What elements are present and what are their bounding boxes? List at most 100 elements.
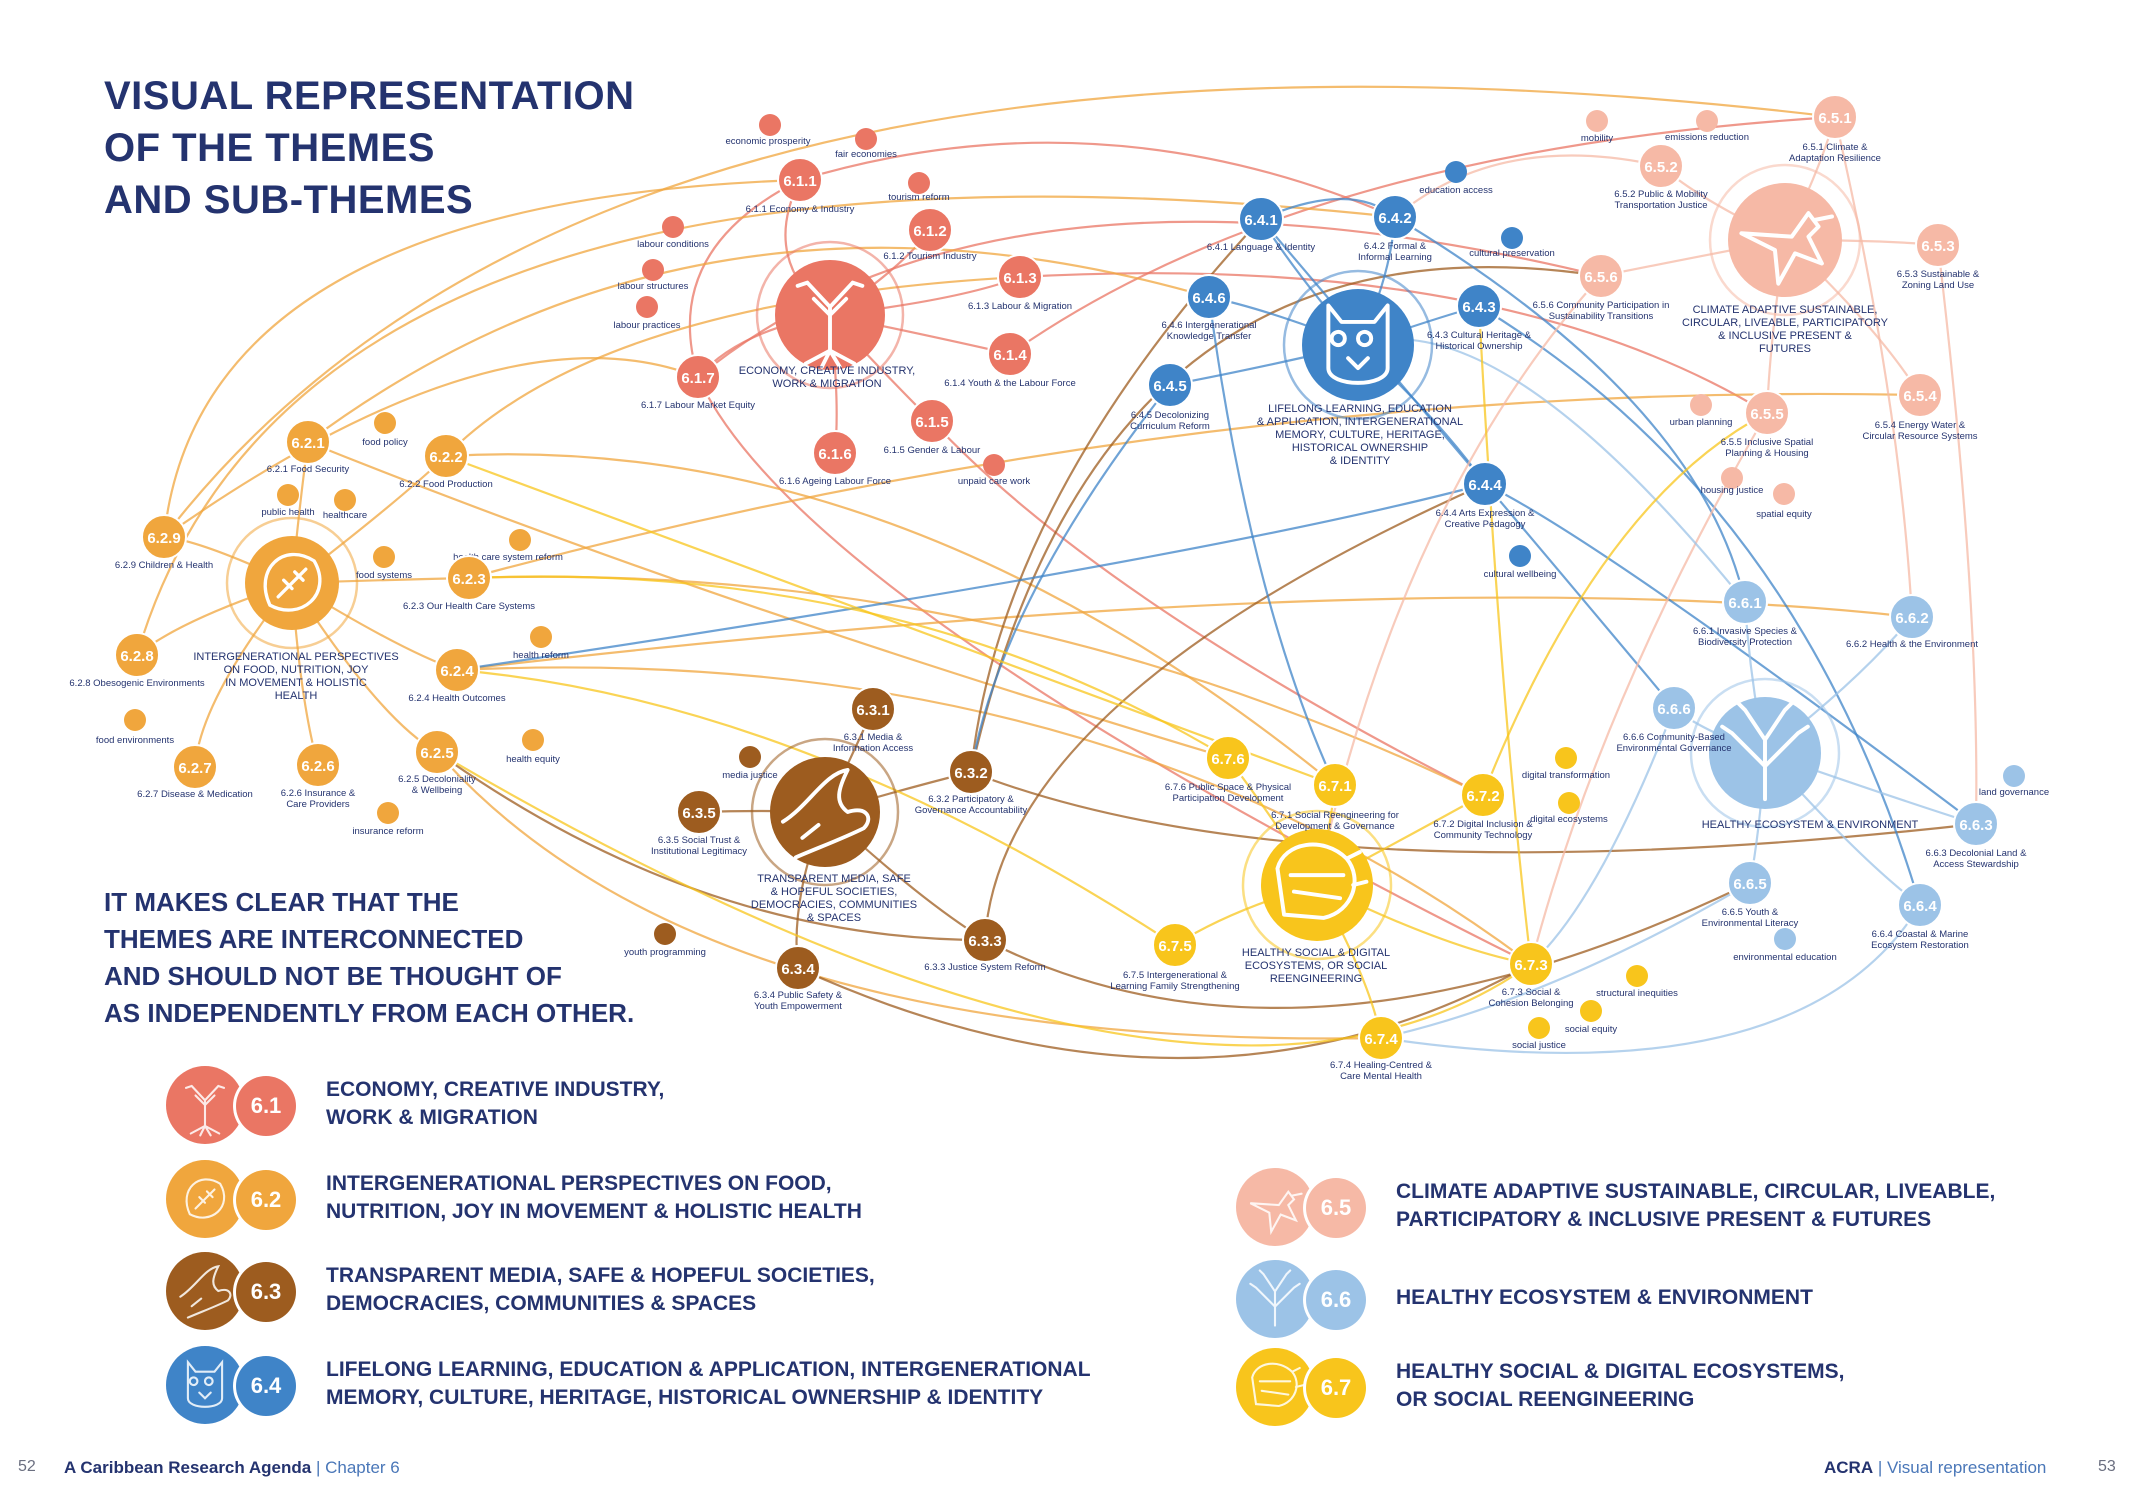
subtheme-label-6-2-8-line-1: 6.2.8 Obesogenic Environments: [69, 678, 204, 689]
subtheme-node-6-2-3: [446, 555, 492, 601]
subtheme-label-6-6-3-line-2: Access Stewardship: [1933, 859, 2019, 870]
subtheme-label-6-7-2-line-2: Community Technology: [1434, 830, 1533, 841]
topic-label-structural-inequities: structural inequities: [1596, 988, 1678, 999]
subtheme-number-6-2-9: 6.2.9: [147, 530, 180, 547]
subtheme-label-6-5-3-line-1: 6.5.3 Sustainable &: [1897, 269, 1980, 280]
topic-dot-fair-economies: [855, 128, 877, 150]
subtheme-label-6-7-6-line-2: Participation Development: [1173, 793, 1284, 804]
footer-short-title: ACRA: [1824, 1458, 1874, 1477]
subtheme-node-6-6-5: [1727, 860, 1773, 906]
topic-label-digital-transformation: digital transformation: [1522, 770, 1610, 781]
connection-line-6-5-72: [1833, 116, 1914, 618]
subtheme-number-6-5-3: 6.5.3: [1921, 238, 1954, 255]
subtheme-number-6-4-5: 6.4.5: [1153, 378, 1186, 395]
subtheme-label-6-3-1-line-1: 6.3.1 Media &: [844, 732, 903, 743]
key-message-line-4: AS INDEPENDENTLY FROM EACH OTHER.: [104, 998, 635, 1028]
topic-dot-public-health: [277, 484, 299, 506]
subtheme-label-6-7-4-line-1: 6.7.4 Healing-Centred &: [1330, 1060, 1433, 1071]
topic-dot-youth-programming: [654, 923, 676, 945]
subtheme-number-6-2-1: 6.2.1: [291, 435, 324, 452]
conch-shell-icon: [1275, 842, 1369, 920]
hub-label-6-7-line-1: HEALTHY SOCIAL & DIGITAL: [1242, 947, 1390, 959]
legend-label-6-6: HEALTHY ECOSYSTEM & ENVIRONMENT: [1396, 1284, 1813, 1312]
subtheme-number-6-7-2: 6.7.2: [1466, 788, 1499, 805]
legend-label-6-7-line-2: OR SOCIAL REENGINEERING: [1396, 1388, 1695, 1411]
topic-label-digital-ecosystems: digital ecosystems: [1530, 814, 1608, 825]
topic-label-food-systems: food systems: [356, 570, 412, 581]
legend-label-6-2: INTERGENERATIONAL PERSPECTIVES ON FOOD,N…: [326, 1170, 862, 1226]
subtheme-label-6-4-2-line-1: 6.4.2 Formal &: [1364, 241, 1427, 252]
subtheme-node-6-2-8: [114, 632, 160, 678]
owl-icon: [1326, 303, 1390, 385]
subtheme-label-6-6-4-line-2: Ecosystem Restoration: [1871, 940, 1969, 951]
page-title: VISUAL REPRESENTATION OF THE THEMES AND …: [104, 70, 635, 226]
subtheme-node-6-3-1: [850, 686, 896, 732]
hub-label-6-3-line-4: & SPACES: [807, 912, 861, 924]
legend-label-6-5-line-2: PARTICIPATORY & INCLUSIVE PRESENT & FUTU…: [1396, 1208, 1932, 1231]
connection-line-6-3-44: [984, 882, 1751, 1009]
hub-label-6-5-line-2: CIRCULAR, LIVEABLE, PARTICIPATORY: [1682, 317, 1889, 329]
subtheme-node-6-1-2: [907, 207, 953, 253]
connection-line-6-6-79: [1530, 707, 1676, 965]
hub-label-6-2-line-4: HEALTH: [275, 690, 318, 702]
legend-label-6-4-line-1: LIFELONG LEARNING, EDUCATION & APPLICATI…: [326, 1358, 1091, 1381]
subtheme-label-6-2-5-line-1: 6.2.5 Decoloniality: [398, 774, 476, 785]
topic-dot-digital-transformation: [1555, 747, 1577, 769]
connection-line-6-7-92: [456, 668, 1176, 946]
subtheme-node-6-6-1: [1722, 579, 1768, 625]
subtheme-label-6-6-5-line-2: Environmental Literacy: [1702, 918, 1799, 929]
subtheme-label-6-4-3-line-1: 6.4.3 Cultural Heritage &: [1427, 330, 1532, 341]
footer-left: A Caribbean Research Agenda | Chapter 6: [64, 1458, 400, 1478]
hub-label-6-4-line-1: LIFELONG LEARNING, EDUCATION: [1268, 403, 1452, 415]
connection-line-6-2-33: [163, 357, 699, 538]
hub-label-6-4-line-4: HISTORICAL OWNERSHIP: [1292, 442, 1428, 454]
topic-dot-education-access: [1445, 161, 1467, 183]
footer-left-separator: |: [311, 1458, 326, 1477]
topic-label-public-health: public health: [261, 507, 314, 518]
topic-label-cultural-wellbeing: cultural wellbeing: [1484, 569, 1557, 580]
conch-shell-icon: [1236, 1348, 1314, 1426]
subtheme-node-6-1-6: [812, 430, 858, 476]
subtheme-number-6-1-4: 6.1.4: [993, 347, 1027, 364]
mangrove-tree-icon: [795, 280, 865, 369]
subtheme-label-6-2-1-line-1: 6.2.1 Food Security: [267, 464, 350, 475]
topic-label-insurance-reform: insurance reform: [352, 826, 423, 837]
subtheme-node-6-4-1: [1238, 196, 1284, 242]
subtheme-node-6-1-1: [777, 157, 823, 203]
subtheme-number-6-2-7: 6.2.7: [178, 760, 211, 777]
hub-label-6-5-line-4: FUTURES: [1759, 343, 1811, 355]
topic-label-labour-conditions: labour conditions: [637, 239, 709, 250]
subtheme-label-6-3-1-line-2: Information Access: [833, 743, 914, 754]
hub-ring-6-3: [750, 737, 900, 887]
hub-label-6-3-line-1: TRANSPARENT MEDIA, SAFE: [757, 873, 911, 885]
subtheme-label-6-4-4-line-1: 6.4.4 Arts Expression &: [1436, 508, 1535, 519]
hub-ring-6-4: [1282, 269, 1434, 421]
topic-dot-land-governance: [2003, 765, 2025, 787]
subtheme-label-6-5-3-line-2: Zoning Land Use: [1902, 280, 1974, 291]
subtheme-label-6-5-6-line-2: Sustainability Transitions: [1549, 311, 1654, 322]
connection-line-6-1-11: [931, 420, 1484, 796]
subtheme-label-6-5-4-line-2: Circular Resource Systems: [1862, 431, 1977, 442]
subtheme-label-6-1-5-line-1: 6.1.5 Gender & Labour: [884, 445, 981, 456]
subtheme-label-6-1-7-line-1: 6.1.7 Labour Market Equity: [641, 400, 755, 411]
subtheme-label-6-2-5-line-2: & Wellbeing: [412, 785, 463, 796]
fruit-icon: [263, 553, 322, 612]
key-message-line-3: AND SHOULD NOT BE THOUGHT OF: [104, 961, 562, 991]
topic-label-cultural-preservation: cultural preservation: [1469, 248, 1555, 259]
topic-dot-digital-ecosystems: [1558, 792, 1580, 814]
topic-label-food-policy: food policy: [362, 437, 408, 448]
subtheme-node-6-7-6: [1205, 735, 1251, 781]
hub-label-6-3-line-3: DEMOCRACIES, COMMUNITIES: [751, 899, 917, 911]
topic-label-urban-planning: urban planning: [1670, 417, 1733, 428]
topic-dot-environmental-education: [1774, 928, 1796, 950]
connection-line-6-7-89: [1481, 412, 1768, 796]
connection-line-6-1-10: [1019, 272, 1768, 414]
connection-line-6-7-90: [1477, 305, 1533, 965]
subtheme-number-6-3-3: 6.3.3: [968, 933, 1001, 950]
subtheme-node-6-5-3: [1915, 222, 1961, 268]
subtheme-node-6-3-3: [962, 917, 1008, 963]
hub-label-6-1-line-1: ECONOMY, CREATIVE INDUSTRY,: [739, 365, 915, 377]
subtheme-number-6-2-2: 6.2.2: [429, 449, 462, 466]
hub-label-6-7-line-3: REENGINEERING: [1270, 973, 1362, 985]
topic-dot-labour-conditions: [662, 216, 684, 238]
